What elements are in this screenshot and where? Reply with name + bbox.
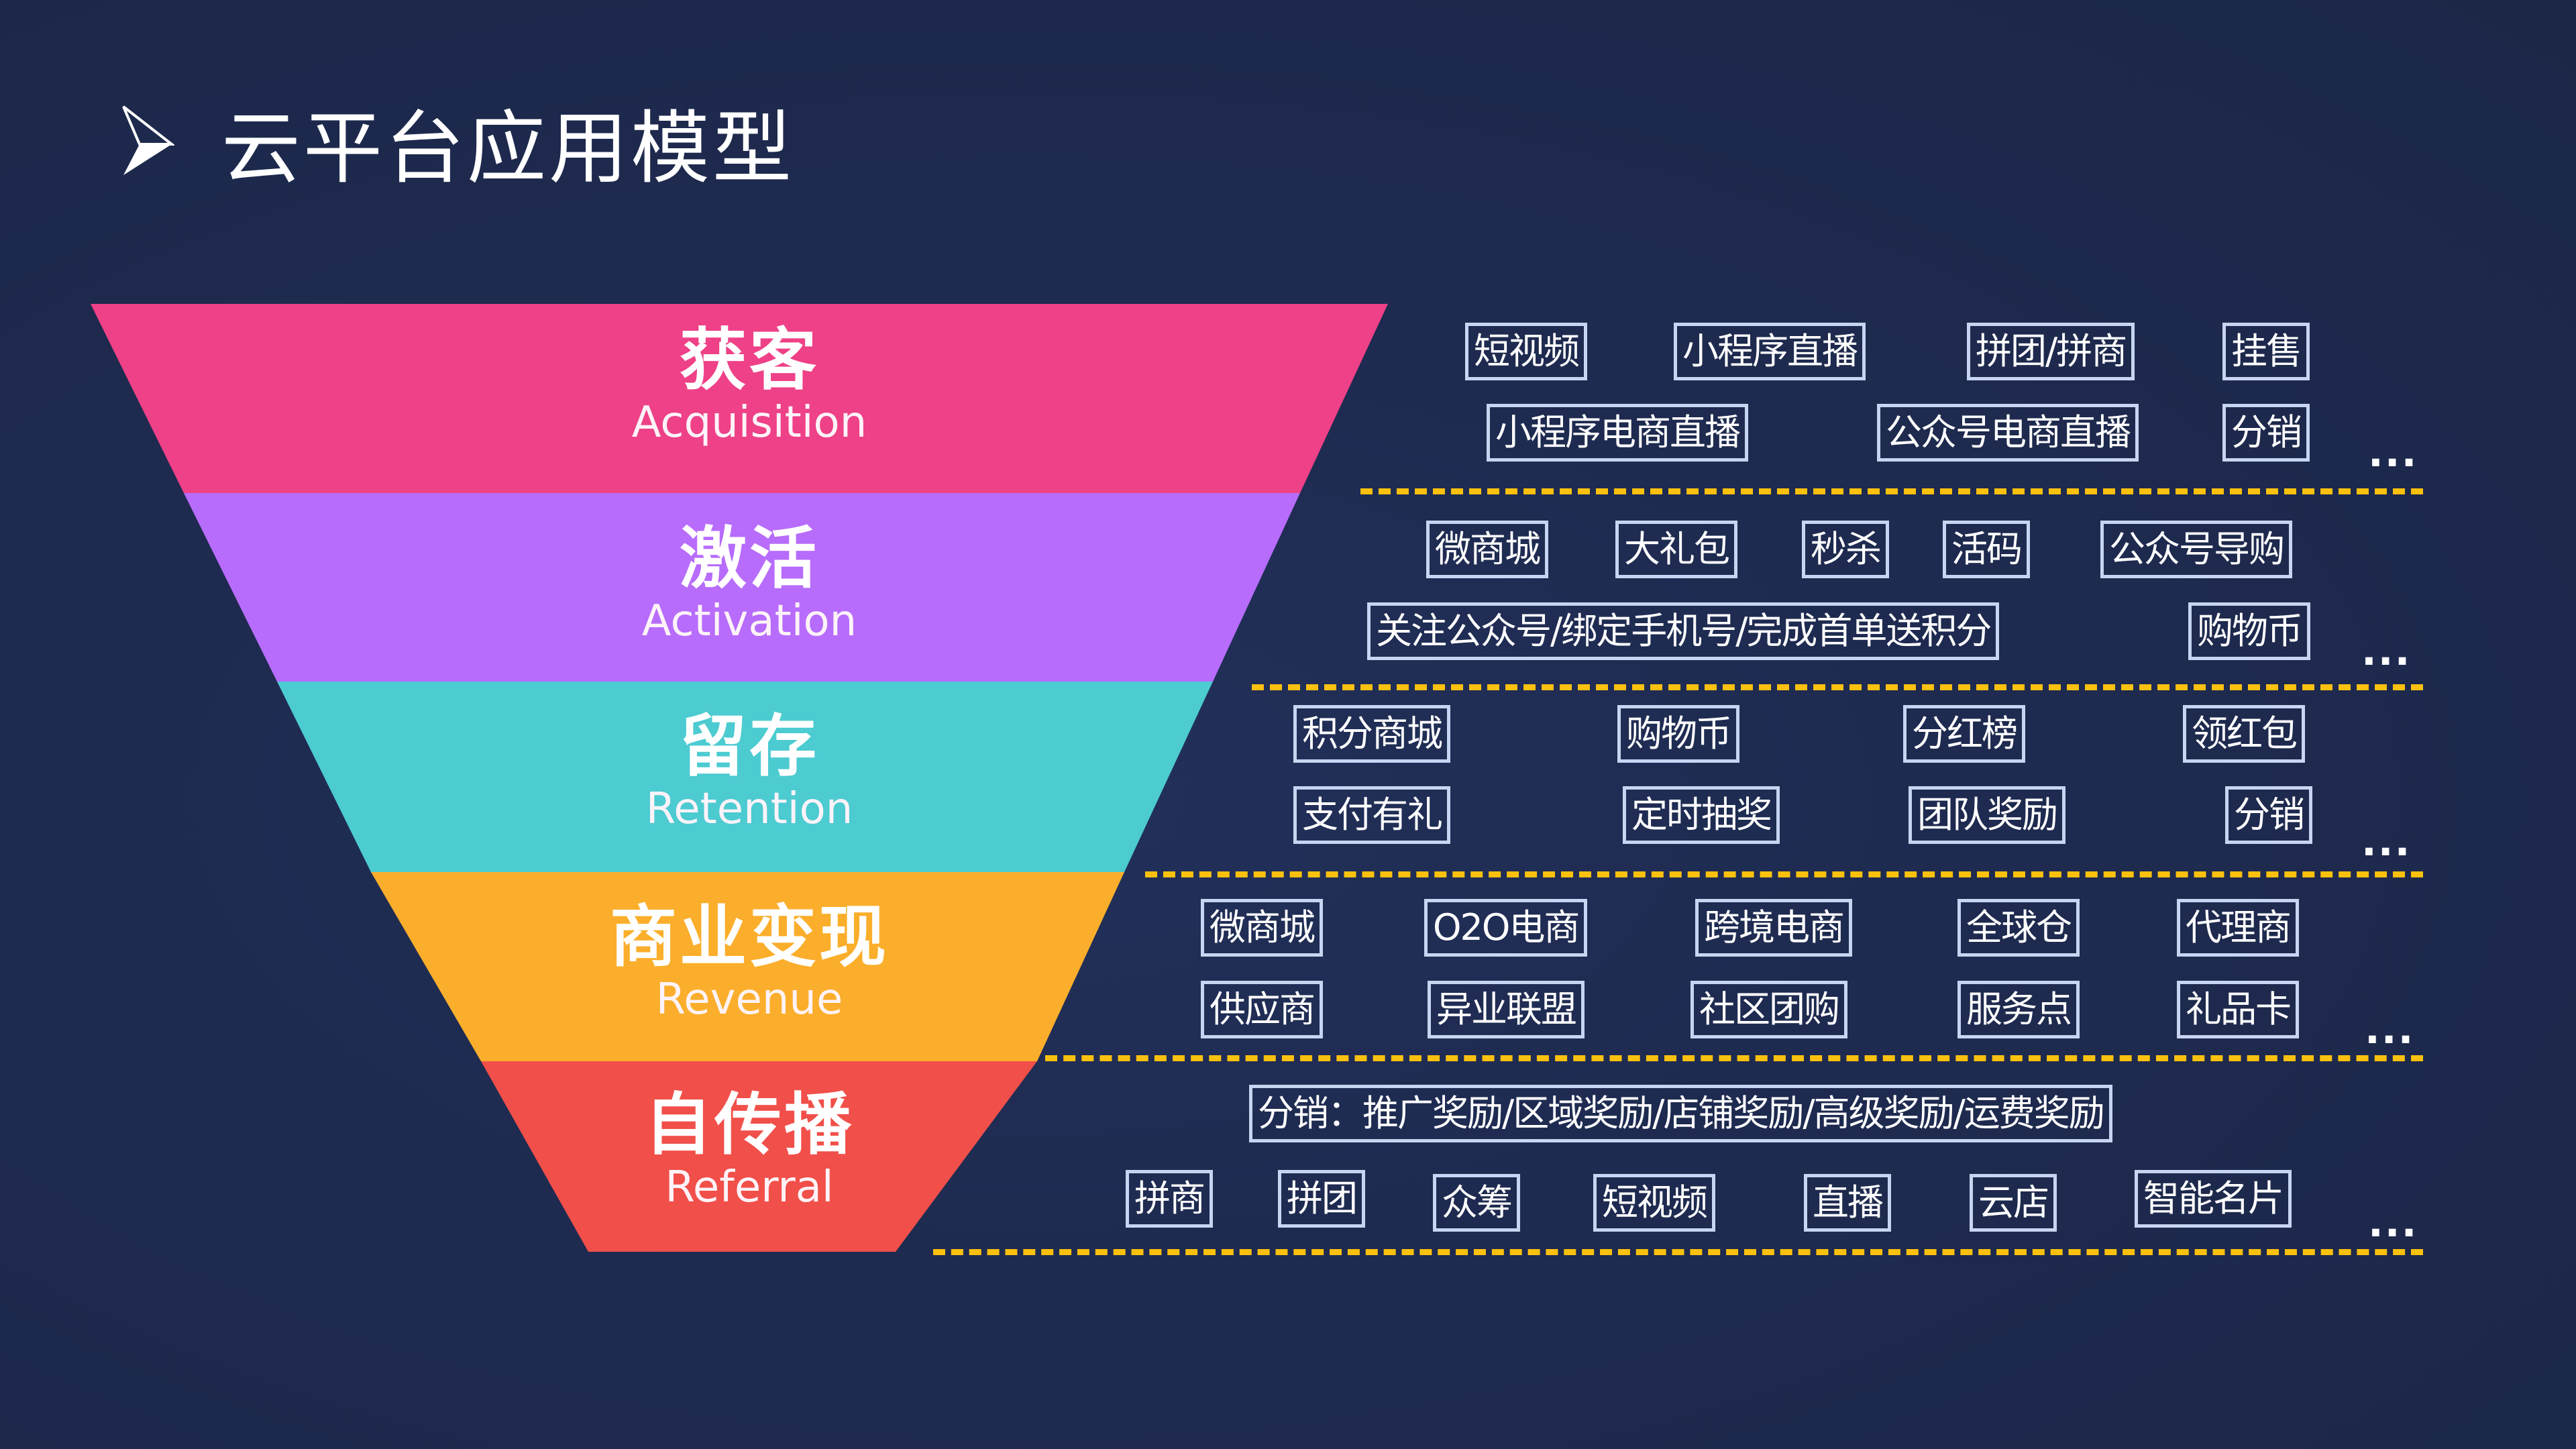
tag: 全球仓: [1957, 899, 2080, 957]
funnel-label-cn: 自传播: [645, 1085, 854, 1164]
funnel-label-cn: 商业变现: [610, 898, 889, 976]
tag: 短视频: [1593, 1174, 1715, 1232]
tag: 定时抽奖: [1623, 786, 1780, 844]
tag: 购物币: [2188, 602, 2310, 660]
tag: 分销：推广奖励/区域奖励/店铺奖励/高级奖励/运费奖励: [1249, 1085, 2112, 1142]
tag: 关注公众号/绑定手机号/完成首单送积分: [1367, 602, 2000, 660]
more-ellipsis: ...: [2368, 429, 2418, 476]
tag: 众筹: [1433, 1174, 1520, 1232]
tag: 微商城: [1201, 899, 1323, 957]
tag: 拼团: [1278, 1170, 1365, 1228]
tag: 直播: [1804, 1174, 1891, 1232]
tag: 拼团/拼商: [1967, 323, 2135, 380]
funnel-label-en: Acquisition: [631, 398, 867, 447]
tag: 服务点: [1957, 981, 2080, 1038]
divider-dashed: [933, 1249, 2423, 1255]
tag: 挂售: [2222, 323, 2310, 380]
funnel-label-referral: 自传播 Referral: [481, 1088, 1018, 1213]
funnel-label-acquisition: 获客 Acquisition: [481, 323, 1018, 448]
funnel-label-en: Activation: [641, 596, 857, 646]
funnel-band-referral: [481, 1061, 1037, 1252]
tag: 支付有礼: [1293, 786, 1450, 844]
divider-dashed: [1145, 871, 2423, 877]
tag: 公众号电商直播: [1877, 404, 2139, 462]
funnel-label-en: Retention: [645, 784, 853, 834]
tag: 社区团购: [1690, 981, 1847, 1038]
funnel-label-en: Revenue: [655, 975, 843, 1024]
funnel-band-acquisition: [91, 304, 1388, 493]
divider-dashed: [1252, 684, 2423, 690]
tag: 代理商: [2177, 899, 2299, 957]
tag: 智能名片: [2135, 1170, 2292, 1228]
tag: 礼品卡: [2177, 981, 2299, 1038]
more-ellipsis: ...: [2361, 818, 2412, 865]
divider-dashed: [1045, 1055, 2423, 1061]
arrowhead-bullet-icon: [122, 105, 174, 175]
tag: 公众号导购: [2100, 521, 2292, 578]
tag: 购物币: [1617, 705, 1739, 763]
funnel-label-cn: 获客: [680, 321, 819, 399]
tag: 小程序直播: [1674, 323, 1866, 380]
slide-title: 云平台应用模型: [121, 94, 794, 195]
tag: O2O电商: [1424, 899, 1588, 957]
tag: 供应商: [1201, 981, 1323, 1038]
tag: 小程序电商直播: [1487, 404, 1748, 462]
more-ellipsis: ...: [2361, 628, 2412, 675]
funnel-band-activation: [184, 493, 1300, 682]
divider-dashed: [1360, 488, 2423, 494]
funnel-label-cn: 激活: [680, 519, 819, 598]
tag: 活码: [1943, 521, 2030, 578]
tag: 团队奖励: [1909, 786, 2065, 844]
funnel-label-activation: 激活 Activation: [481, 522, 1018, 647]
funnel-band-revenue: [371, 872, 1124, 1061]
tag: 分红榜: [1903, 705, 2025, 763]
tag: 积分商城: [1293, 705, 1450, 763]
tag: 拼商: [1126, 1170, 1213, 1228]
funnel-label-cn: 留存: [680, 707, 819, 786]
funnel-band-retention: [277, 682, 1213, 872]
more-ellipsis: ...: [2368, 1199, 2418, 1246]
funnel-label-en: Referral: [665, 1163, 834, 1212]
funnel-label-retention: 留存 Retention: [481, 710, 1018, 835]
tag: 分销: [2222, 404, 2310, 462]
funnel-label-revenue: 商业变现 Revenue: [481, 900, 1018, 1025]
tag: 领红包: [2183, 705, 2305, 763]
tag: 微商城: [1426, 521, 1548, 578]
tag: 秒杀: [1802, 521, 1889, 578]
more-ellipsis: ...: [2365, 1006, 2415, 1053]
tag: 短视频: [1465, 323, 1587, 380]
tag: 分销: [2225, 786, 2312, 844]
tag: 异业联盟: [1428, 981, 1585, 1038]
tag: 大礼包: [1615, 521, 1737, 578]
tag: 跨境电商: [1695, 899, 1852, 957]
tag: 云店: [1970, 1174, 2057, 1232]
slide-title-text: 云平台应用模型: [221, 101, 795, 195]
